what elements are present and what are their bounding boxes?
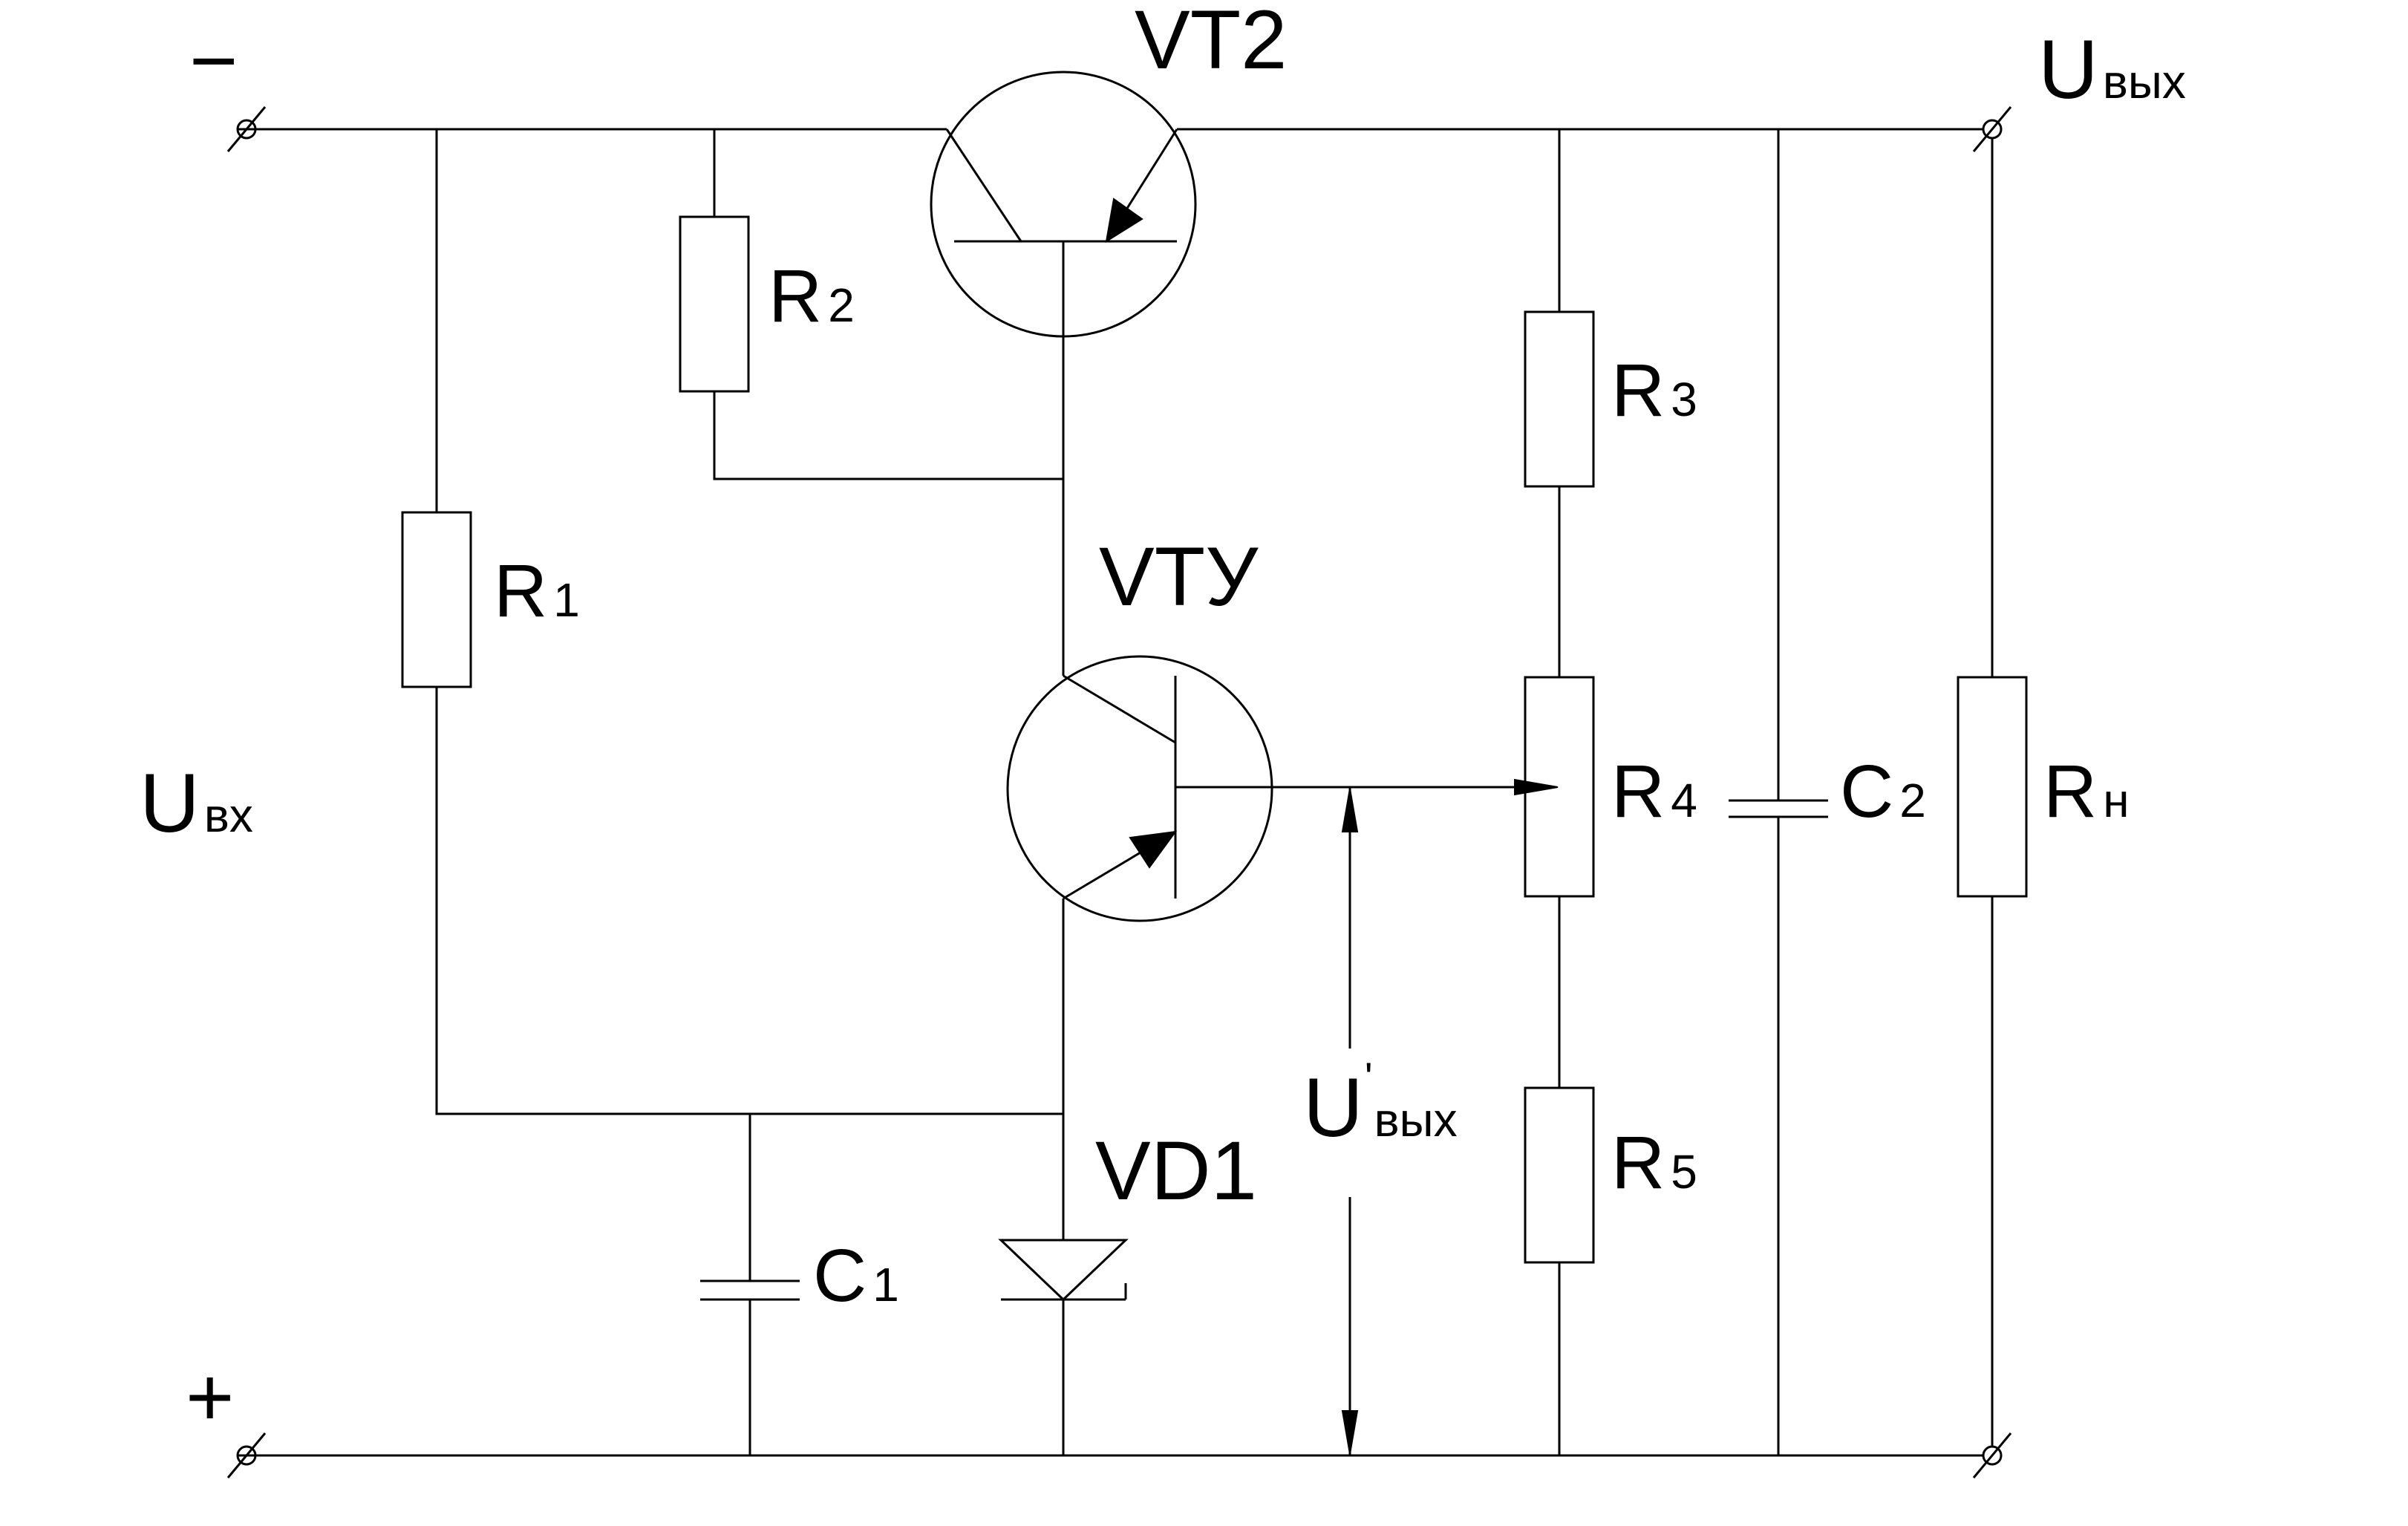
resistor-r4: [1524, 676, 1595, 898]
transistor-vt2: [930, 71, 1197, 338]
capacitors: [700, 799, 1828, 1301]
u-in-label: Uвх: [140, 757, 253, 850]
vd1-label: VD1: [1095, 1124, 1257, 1217]
capacitor-c1: [700, 1279, 800, 1301]
input-terminal-top: [226, 106, 267, 152]
resistor-rn: [1957, 676, 2028, 898]
capacitor-c2: [1729, 799, 1828, 818]
vt2-emitter-arrowhead: [1105, 198, 1143, 244]
output-terminal-bottom: [1972, 1432, 2012, 1478]
u-out-label: Uвых: [2038, 23, 2186, 116]
resistor-r2: [679, 215, 750, 393]
input-terminal-bottom: [226, 1432, 267, 1478]
r1-wire-bottom: [435, 687, 1063, 1115]
zener-diode-vd1: [998, 1239, 1129, 1302]
plus-sign: +: [186, 1351, 234, 1444]
minus-sign: −: [189, 14, 238, 107]
vt1-label: VTУ: [1099, 530, 1259, 623]
uout-prime-arrowhead-bottom: [1341, 1410, 1359, 1455]
output-terminal-top: [1972, 106, 2012, 152]
uout-prime-arrowhead-top: [1341, 788, 1359, 832]
transistor-vt1: [1006, 655, 1273, 922]
u-out-prime-label: U'вых: [1303, 1054, 1458, 1154]
r4-wiper-arrowhead: [1514, 778, 1559, 796]
wires: [238, 128, 1994, 1457]
resistor-r1: [401, 511, 472, 688]
vt2-label: VT2: [1135, 0, 1287, 86]
vt1-collector-lead: [1063, 674, 1176, 744]
vt1-emitter-arrowhead: [1129, 830, 1178, 869]
resistors: [401, 215, 2028, 1264]
r2-wire-bottom: [713, 391, 1063, 480]
terminals: [226, 106, 2012, 1478]
resistor-r3: [1524, 310, 1595, 488]
vt2-collector-lead: [945, 128, 1022, 242]
resistor-r5: [1524, 1086, 1595, 1264]
